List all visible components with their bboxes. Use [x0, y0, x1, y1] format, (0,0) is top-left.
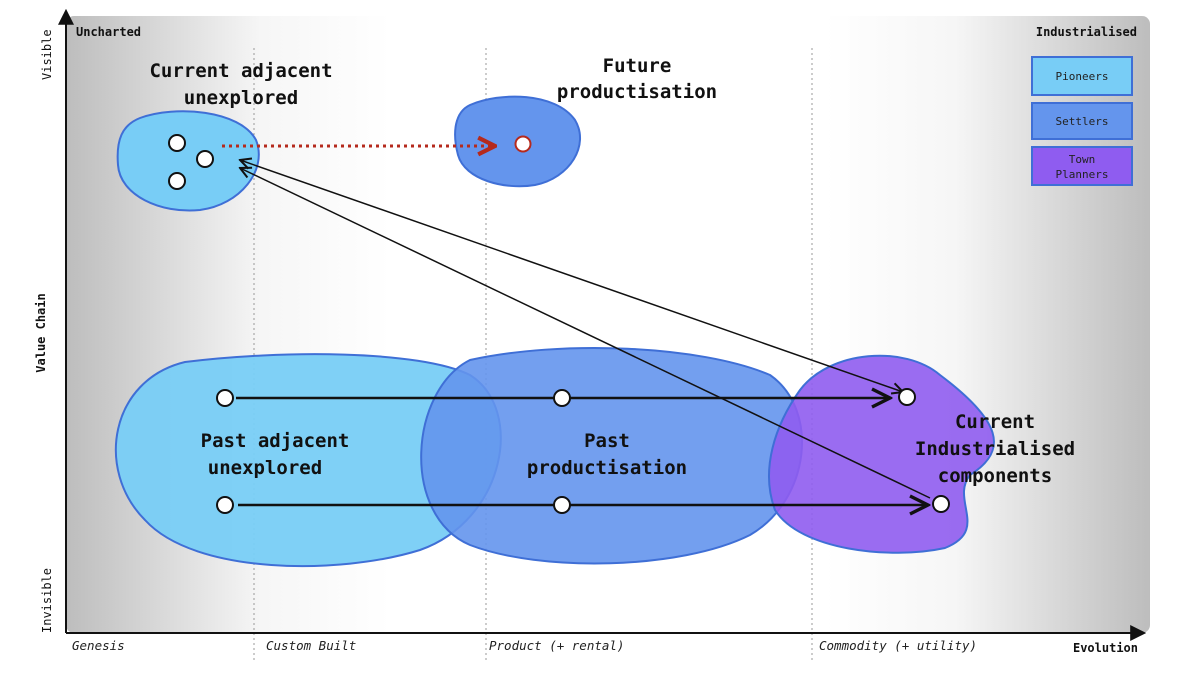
node-past-productisation-1 [553, 389, 571, 407]
legend-label-settlers: Settlers [1056, 115, 1109, 128]
region-label-past-productisation-1: Past [584, 430, 630, 452]
blob-past-productisation [420, 347, 803, 565]
region-label-current-adjacent-1: Current adjacent [149, 60, 332, 82]
legend-swatch-settlers [1031, 102, 1133, 140]
y-axis-invisible-label: Invisible [40, 568, 54, 633]
node-past-adjacent-1 [216, 389, 234, 407]
corner-label-uncharted: Uncharted [76, 25, 141, 39]
legend-label-town-planners-2: Planners [1056, 168, 1109, 181]
stage-label-custom-built: Custom Built [266, 638, 356, 653]
node-current-adjacent-1 [168, 134, 186, 152]
region-label-future-productisation-1: Future [603, 55, 672, 77]
region-label-past-productisation-2: productisation [527, 457, 687, 479]
region-label-current-adjacent-2: unexplored [184, 87, 298, 109]
stage-label-commodity: Commodity (+ utility) [819, 638, 977, 653]
region-label-future-productisation-2: productisation [557, 81, 717, 103]
node-current-adjacent-2 [196, 150, 214, 168]
node-past-productisation-2 [553, 496, 571, 514]
region-label-current-industrialised-2: Industrialised [915, 438, 1075, 460]
legend: Pioneers Settlers Town Planners [1031, 56, 1133, 186]
node-current-adjacent-3 [168, 172, 186, 190]
x-axis-title: Evolution [1073, 641, 1138, 655]
region-label-current-industrialised-3: components [938, 465, 1052, 487]
node-current-industrialised-1 [898, 388, 916, 406]
arrow-diagonal-upper [240, 160, 903, 392]
legend-label-town-planners-1: Town [1069, 153, 1096, 166]
node-current-industrialised-2 [932, 495, 950, 513]
stage-label-genesis: Genesis [72, 638, 125, 653]
region-label-past-adjacent-2: unexplored [208, 457, 322, 479]
node-future-productisation [514, 135, 532, 153]
stage-label-product: Product (+ rental) [489, 638, 624, 653]
legend-swatch-town-planners [1031, 146, 1133, 186]
region-label-past-adjacent-1: Past adjacent [201, 430, 350, 452]
blob-current-adjacent-unexplored [116, 110, 260, 212]
y-axis-visible-label: Visible [40, 29, 54, 80]
legend-label-pioneers: Pioneers [1056, 70, 1109, 83]
region-label-current-industrialised-1: Current [955, 411, 1035, 433]
arrow-diagonal-lower [240, 168, 931, 499]
node-past-adjacent-2 [216, 496, 234, 514]
y-axis-title: Value Chain [34, 293, 48, 372]
legend-swatch-pioneers [1031, 56, 1133, 96]
corner-label-industrialised: Industrialised [1036, 25, 1137, 39]
